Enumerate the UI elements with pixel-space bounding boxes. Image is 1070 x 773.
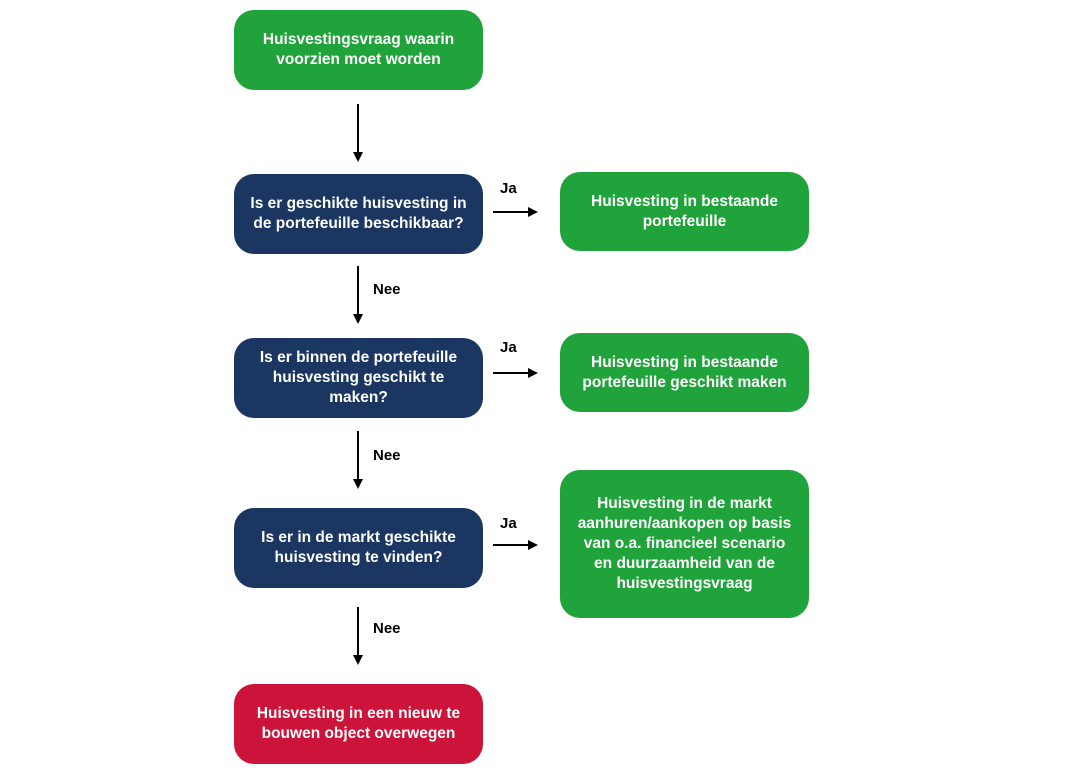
no-label-1: Nee: [373, 281, 401, 298]
no-label-2: Nee: [373, 447, 401, 464]
yes-label-1: Ja: [500, 180, 517, 197]
end-node: Huisvesting in een nieuw te bouwen objec…: [234, 684, 483, 764]
no-label-3: Nee: [373, 620, 401, 637]
yes-label-2: Ja: [500, 339, 517, 356]
question-1: Is er geschikte huisvesting in de portef…: [234, 174, 483, 254]
yes-label-3: Ja: [500, 515, 517, 532]
question-2: Is er binnen de portefeuille huisvesting…: [234, 338, 483, 418]
outcome-1: Huisvesting in bestaande portefeuille: [560, 172, 809, 251]
outcome-2: Huisvesting in bestaande portefeuille ge…: [560, 333, 809, 412]
outcome-3: Huisvesting in de markt aanhuren/aankope…: [560, 470, 809, 618]
start-node: Huisvestingsvraag waarin voorzien moet w…: [234, 10, 483, 90]
question-3: Is er in de markt geschikte huisvesting …: [234, 508, 483, 588]
